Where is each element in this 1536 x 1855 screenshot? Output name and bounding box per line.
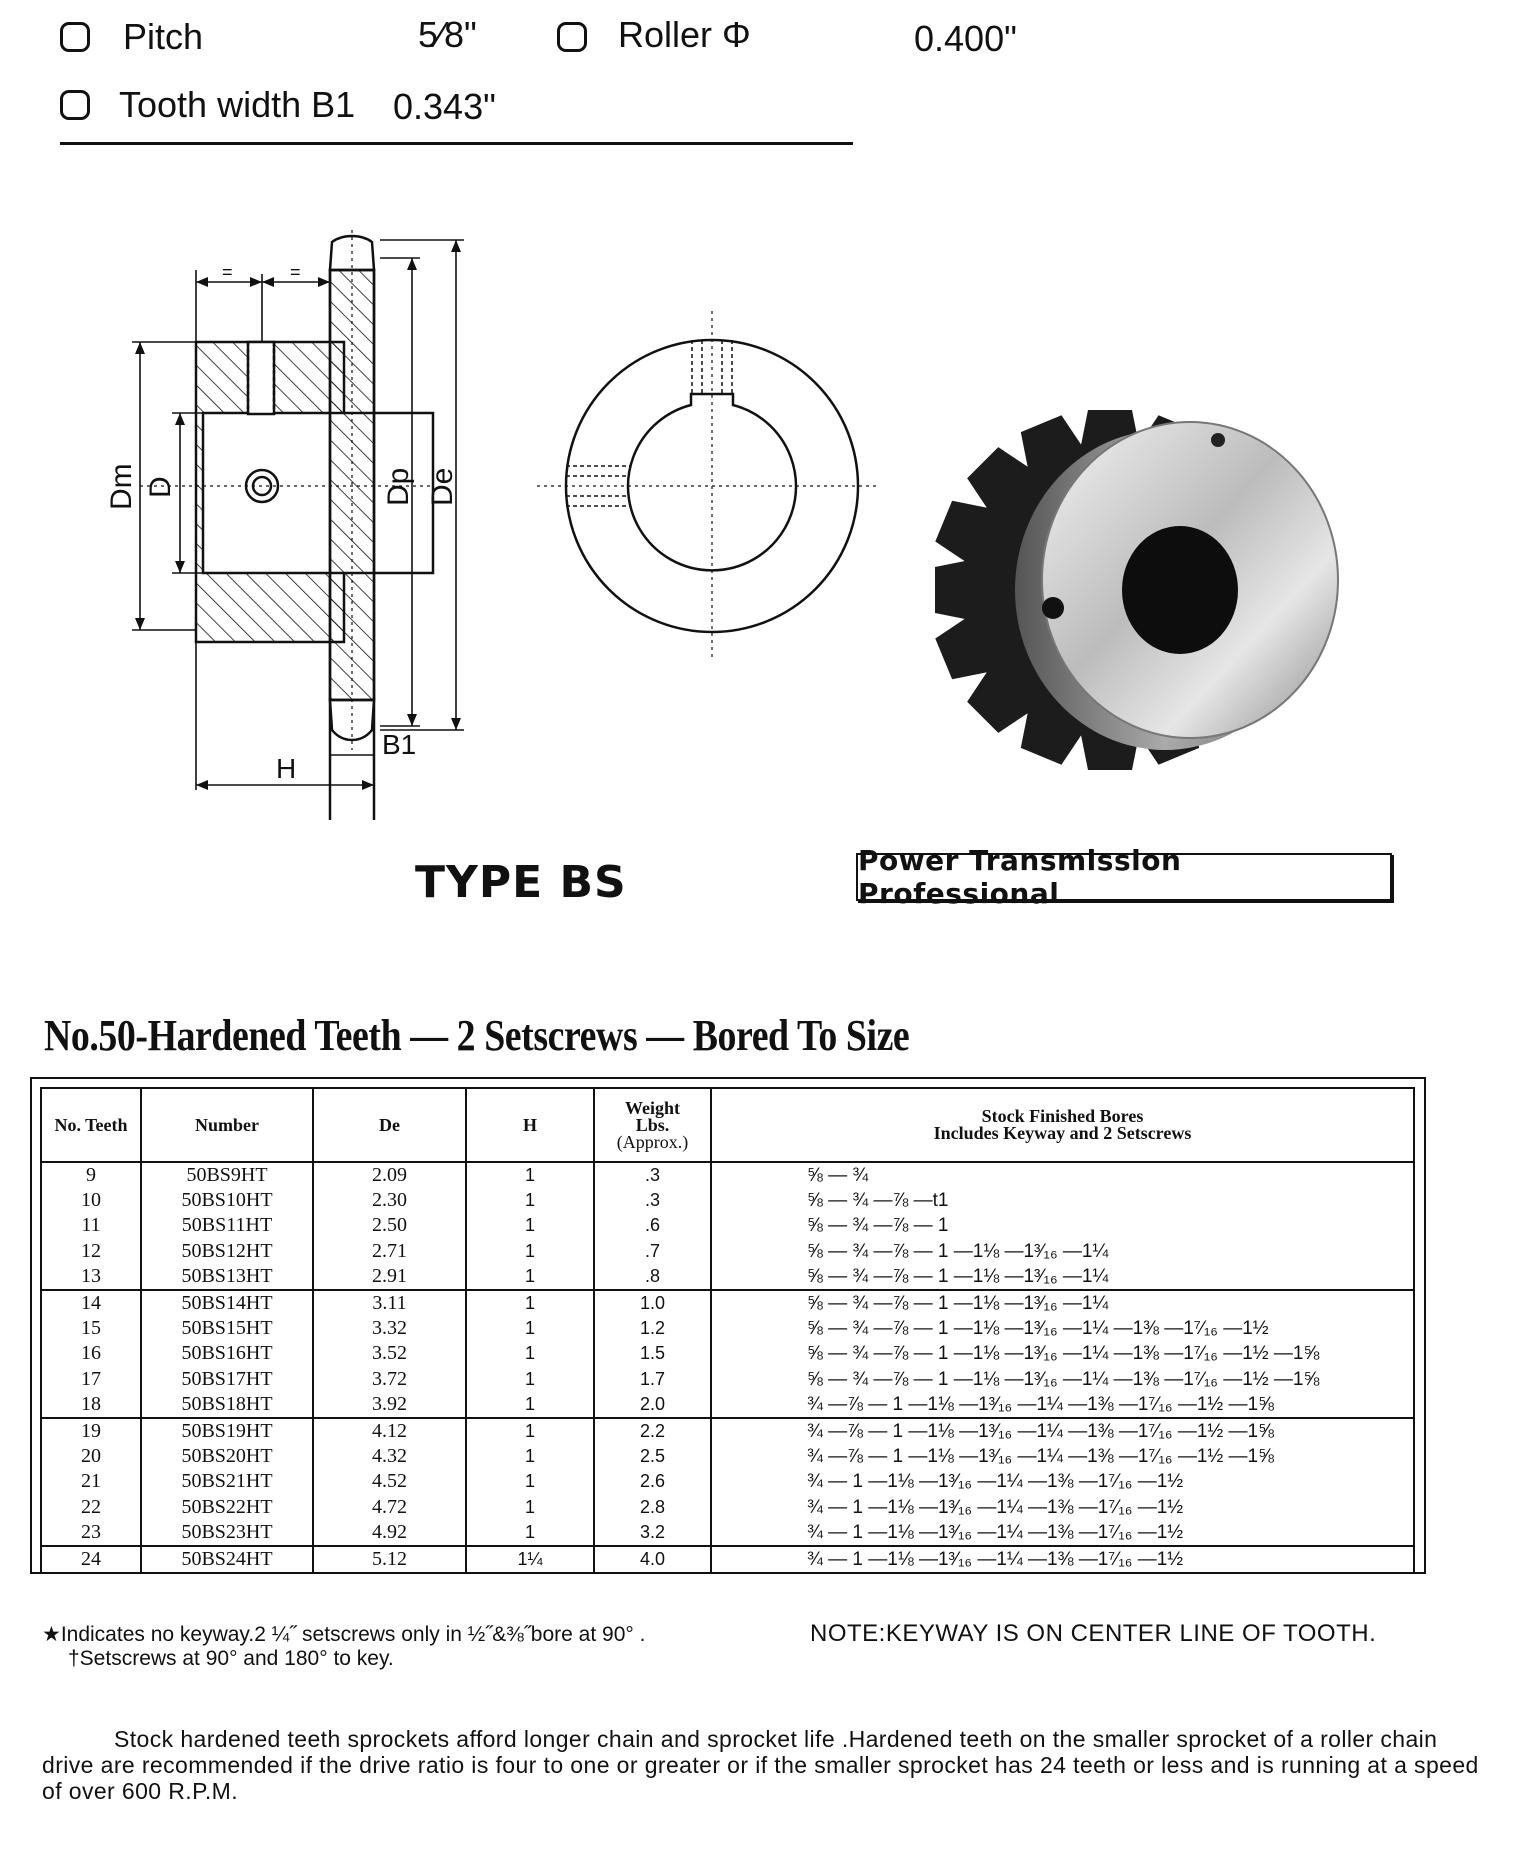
table-frame bbox=[30, 1077, 1426, 1574]
pitch-label: Pitch bbox=[123, 16, 204, 57]
col-bores: Stock Finished Bores Includes Keyway and… bbox=[710, 1087, 1415, 1163]
col-number: Number bbox=[140, 1087, 314, 1163]
col-h: H bbox=[465, 1087, 595, 1163]
table-title: No.50-Hardened Teeth — 2 Setscrews — Bor… bbox=[44, 1011, 910, 1060]
roller-label: Roller Φ bbox=[618, 14, 751, 55]
label-de: De bbox=[426, 468, 459, 506]
sprocket-table: No. Teeth Number De H Weight Lbs. (Appro… bbox=[40, 1087, 1415, 1575]
label-eq2: = bbox=[290, 262, 301, 282]
col-de: De bbox=[312, 1087, 467, 1163]
sprocket-technical-drawing: Dm D Dp De B1 H = = bbox=[105, 230, 880, 820]
type-title: TYPE BS bbox=[415, 857, 627, 908]
label-dp: Dp bbox=[382, 468, 415, 506]
label-b1: B1 bbox=[382, 729, 416, 760]
label-eq1: = bbox=[222, 262, 233, 282]
footnote-dagger: †Setscrews at 90° and 180° to key. bbox=[68, 1647, 394, 1670]
sprocket-product-image bbox=[935, 410, 1339, 770]
description-text: Stock hardened teeth sprockets afford lo… bbox=[42, 1726, 1479, 1804]
label-h: H bbox=[276, 753, 296, 784]
pitch-checkbox[interactable] bbox=[60, 22, 90, 52]
roller-value: 0.400" bbox=[914, 18, 1017, 59]
table-header-row: No. Teeth Number De H Weight Lbs. (Appro… bbox=[40, 1087, 1415, 1163]
footnote-star: ★Indicates no keyway.2 ¼˝ setscrews only… bbox=[42, 1623, 646, 1646]
tooth-width-value: 0.343" bbox=[393, 86, 496, 127]
col-weight: Weight Lbs. (Approx.) bbox=[593, 1087, 712, 1163]
label-d: D bbox=[144, 476, 177, 498]
brand-box: Power Transmission Professional bbox=[856, 844, 1392, 910]
keyway-note: NOTE:KEYWAY IS ON CENTER LINE OF TOOTH. bbox=[810, 1620, 1377, 1647]
pitch-value: 5⁄8" bbox=[418, 14, 477, 55]
spec-divider bbox=[60, 142, 853, 145]
label-dm: Dm bbox=[105, 463, 138, 510]
description-paragraph: Stock hardened teeth sprockets afford lo… bbox=[42, 1726, 1492, 1804]
tooth-width-checkbox[interactable] bbox=[60, 90, 90, 120]
end-view bbox=[537, 311, 880, 661]
roller-checkbox[interactable] bbox=[557, 22, 587, 52]
tooth-width-label: Tooth width B1 bbox=[119, 84, 356, 125]
col-teeth: No. Teeth bbox=[40, 1087, 142, 1163]
